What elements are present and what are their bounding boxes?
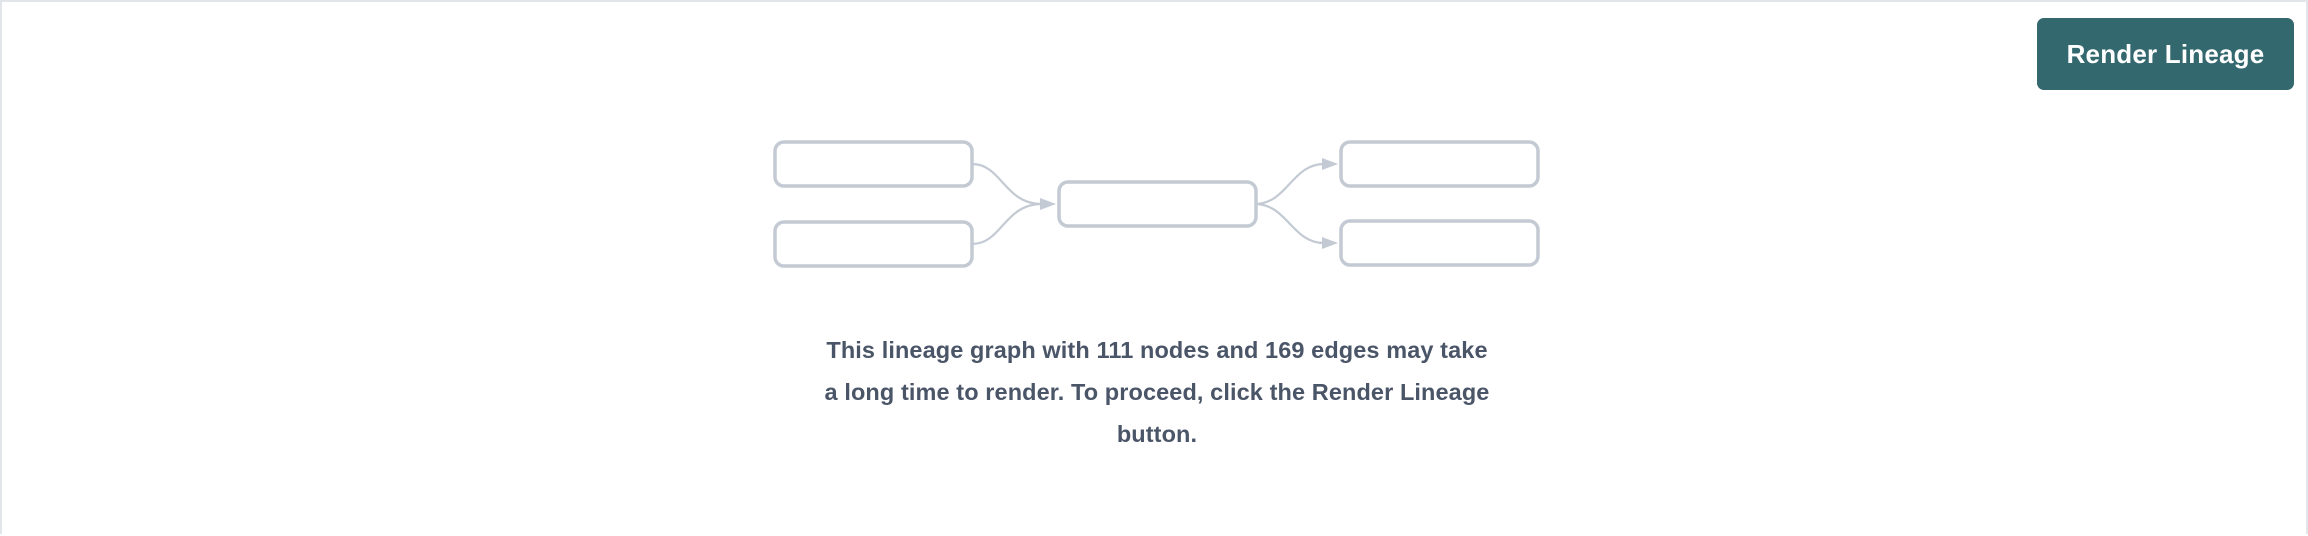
lineage-node-upstream-2 bbox=[773, 220, 974, 268]
lineage-node-downstream-1 bbox=[1339, 140, 1540, 188]
edge-focus-to-downstream-1 bbox=[1254, 158, 1338, 206]
lineage-node-focus bbox=[1057, 180, 1258, 228]
lineage-warning-message: This lineage graph with 111 nodes and 16… bbox=[776, 329, 1538, 455]
message-line-3: button. bbox=[1116, 421, 1198, 447]
lineage-node-upstream-1 bbox=[773, 140, 974, 188]
message-line-2: a long time to render. To proceed, click… bbox=[824, 379, 1490, 405]
lineage-node-downstream-2 bbox=[1339, 219, 1540, 267]
edge-upstream-1-to-focus bbox=[971, 162, 1056, 210]
message-line-1: This lineage graph with 111 nodes and 16… bbox=[826, 337, 1488, 363]
render-lineage-button[interactable]: Render Lineage bbox=[2037, 18, 2294, 90]
edge-focus-to-downstream-2 bbox=[1254, 202, 1338, 249]
edge-upstream-2-to-focus bbox=[971, 202, 1043, 246]
